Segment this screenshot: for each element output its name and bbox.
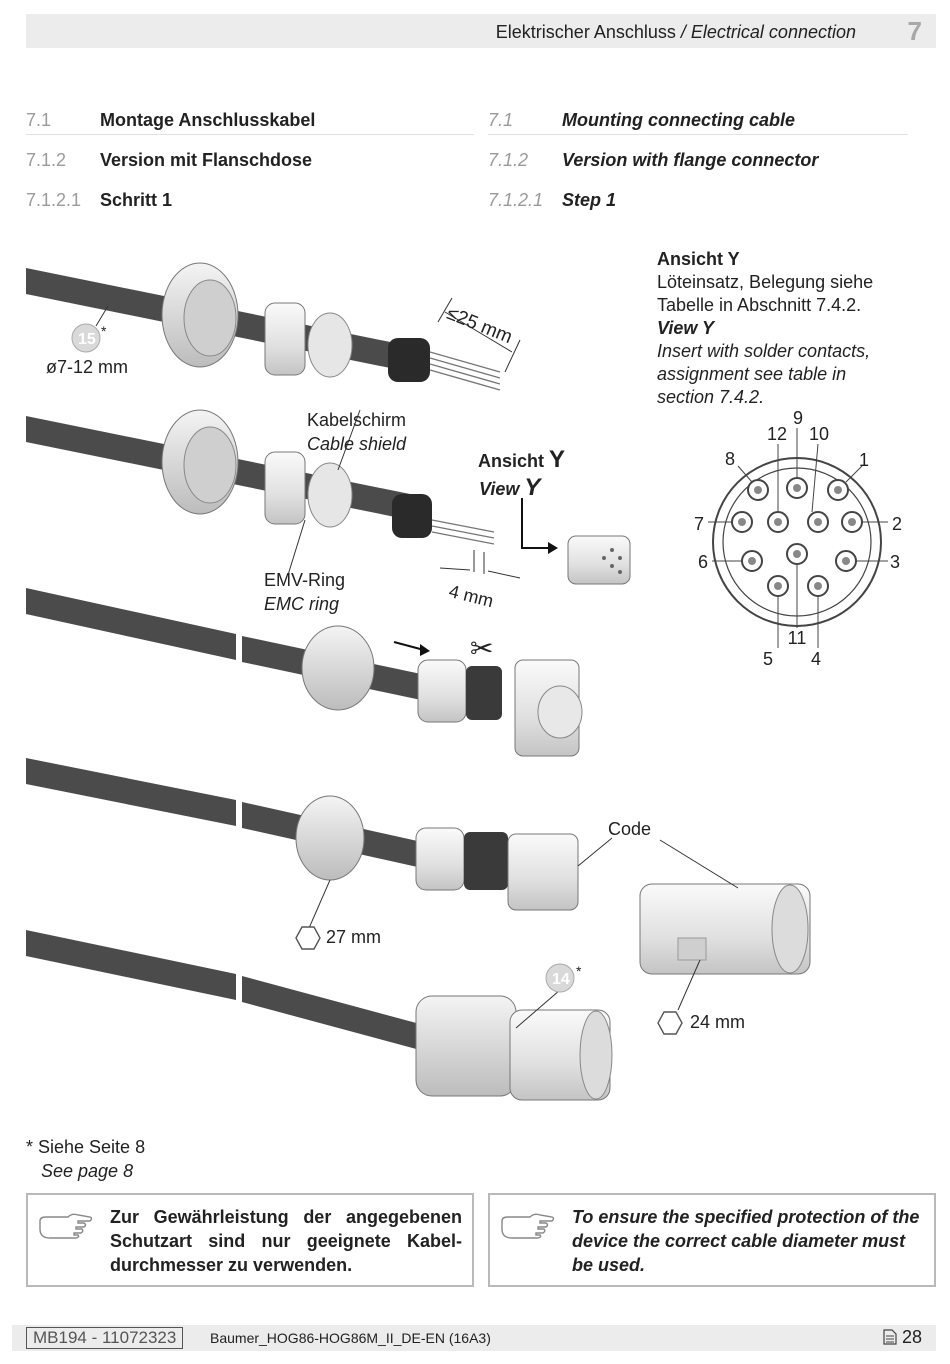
pointing-hand-icon [39, 1213, 93, 1239]
emc-ring [307, 312, 353, 378]
assembly-illustration: ✂ [26, 262, 902, 1101]
note-text-de: Zur Gewährleistung der angegebenen Schut… [110, 1207, 462, 1275]
pin-label: 3 [890, 552, 900, 572]
pin-label: 10 [809, 424, 829, 444]
cable-row-4 [26, 758, 811, 1011]
callout-14 [545, 963, 575, 993]
callout-15 [71, 323, 101, 353]
pin-layout-diagram: 1 2 3 4 5 6 7 8 9 10 11 12 [694, 408, 902, 669]
pin-label: 8 [725, 449, 735, 469]
connector-body [507, 833, 579, 911]
section-number: 7.1.2 [26, 150, 67, 170]
page-header: Elektrischer Anschluss / Electrical conn… [26, 14, 936, 48]
section-title: Step 1 [562, 190, 617, 210]
view-label-en: View Y [479, 476, 540, 501]
section-title: Version with flange connector [562, 150, 819, 170]
cable-row-1 [26, 262, 521, 391]
view-y-text-en-1: Insert with solder contacts, [657, 341, 871, 361]
pointing-hand-icon [501, 1213, 555, 1239]
view-y-text-en-3: section 7.4.2. [657, 387, 765, 407]
section-number: 7.1.2.1 [26, 190, 82, 210]
view-label-text: Ansicht [478, 451, 545, 471]
section-number: 7.1 [26, 110, 52, 130]
page-number: 28 [901, 1327, 922, 1347]
section-divider [488, 134, 908, 135]
view-y-description: Ansicht Y Löteinsatz, Belegung siehe Tab… [657, 248, 873, 409]
pressure-screw [264, 451, 306, 525]
wrench-size-24: 24 mm [690, 1012, 746, 1032]
cable-shield [392, 494, 432, 538]
section-title: Version mit Flanschdose [100, 150, 313, 170]
code-label: Code [608, 819, 652, 839]
pin-label: 6 [698, 552, 708, 572]
pressure-screw [264, 302, 306, 376]
hex-wrench-icon [657, 1011, 683, 1035]
wrench-size-27: 27 mm [326, 927, 382, 947]
pin-label: 12 [767, 424, 787, 444]
header-title-en: Electrical connection [690, 22, 856, 42]
emc-ring [307, 462, 353, 528]
view-letter: Y [549, 446, 566, 473]
section-title: Mounting connecting cable [562, 110, 795, 130]
view-y-text-de-2: Tabelle in Abschnitt 7.4.2. [657, 295, 862, 315]
cable-shield-label-en: Cable shield [307, 434, 407, 454]
cable-row-3: ✂ [26, 588, 583, 757]
pin-label: 5 [763, 649, 773, 669]
pin-label: 9 [793, 408, 803, 428]
note-box-en: To ensure the specified protection of th… [488, 1193, 936, 1287]
pin-label: 11 [788, 628, 807, 648]
pressure-screw [415, 827, 465, 891]
page-footer: MB194 - 11072323 Baumer_HOG86-HOG86M_II_… [12, 1325, 936, 1351]
pin-label: 4 [811, 649, 821, 669]
view-letter: Y [524, 474, 541, 501]
document-icon [883, 1329, 897, 1345]
solder-insert [567, 535, 631, 585]
footnote-de: * Siehe Seite 8 [26, 1137, 146, 1157]
cable-row-5 [26, 930, 613, 1101]
footnote-en: See page 8 [41, 1161, 134, 1181]
callout-15-star: * [101, 323, 107, 339]
document-id: MB194 - 11072323 [26, 1327, 184, 1349]
note-box-de: Zur Gewährleistung der angegebenen Schut… [26, 1193, 474, 1287]
section-divider [26, 134, 474, 135]
emc-ring-label-en: EMC ring [264, 594, 340, 614]
callout-14-star: * [576, 963, 582, 979]
gland-nut [301, 625, 375, 711]
header-title-sep: / [680, 22, 686, 42]
header-title: Elektrischer Anschluss / Electrical conn… [496, 22, 856, 43]
section-title: Schritt 1 [100, 190, 173, 210]
view-y-title-de: Ansicht Y [657, 249, 740, 269]
callout-14-label: 14 [552, 971, 570, 988]
page-number-block: 28 [883, 1327, 922, 1348]
emc-ring-label-de: EMV-Ring [264, 570, 346, 590]
cable-diameter-label: ø7-12 mm [46, 357, 129, 377]
gland-nut [295, 795, 365, 881]
footnote: * Siehe Seite 8 See page 8 [26, 1135, 145, 1183]
hex-wrench-icon [295, 926, 321, 950]
pin-label: 2 [892, 514, 902, 534]
pin-label: 7 [694, 514, 704, 534]
file-name: Baumer_HOG86-HOG86M_II_DE-EN (16A3) [210, 1330, 491, 1346]
pin-label: 1 [859, 450, 869, 470]
section-number: 7.1.2 [488, 150, 529, 170]
header-title-de: Elektrischer Anschluss [495, 22, 676, 42]
view-y-title-en: View Y [657, 318, 715, 338]
cable-row-2 [26, 409, 631, 585]
view-label-de: Ansicht Y [478, 448, 565, 473]
view-y-text-de-1: Löteinsatz, Belegung siehe [657, 272, 874, 292]
callout-15-label: 15 [78, 331, 96, 348]
assembled-connector [415, 995, 517, 1097]
view-label-text: View [479, 479, 520, 499]
chapter-number: 7 [907, 16, 922, 46]
section-number: 7.1 [488, 110, 514, 130]
section-title: Montage Anschlusskabel [100, 110, 316, 130]
note-text-en: To ensure the specified protection of th… [572, 1207, 920, 1275]
cable-shield [388, 338, 430, 382]
scissors-icon: ✂ [470, 632, 493, 665]
view-y-text-en-2: assignment see table in [657, 364, 847, 384]
section-number: 7.1.2.1 [488, 190, 544, 210]
cable-shield-label-de: Kabelschirm [307, 410, 407, 430]
pressure-screw [417, 659, 467, 723]
